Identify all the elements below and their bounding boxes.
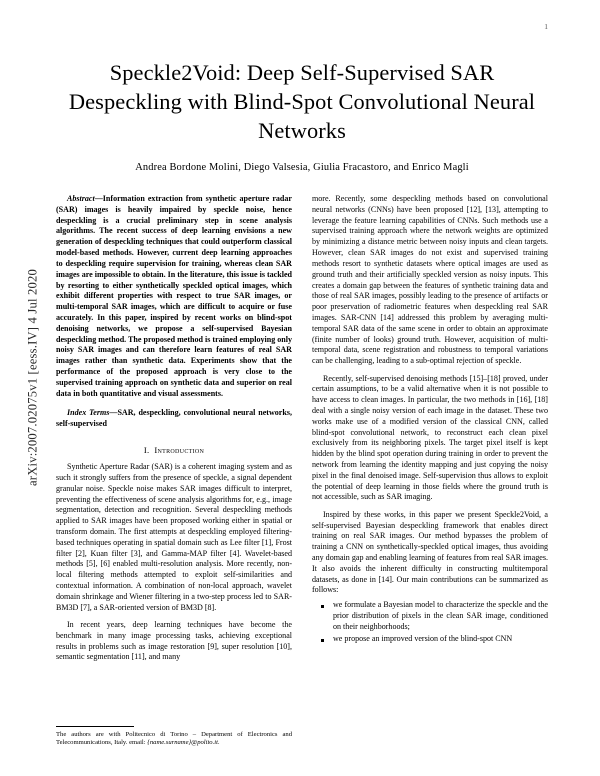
list-item: we propose an improved version of the bl… bbox=[321, 634, 548, 645]
paragraph: In recent years, deep learning technique… bbox=[56, 619, 292, 662]
index-terms-paragraph: Index Terms—SAR, despeckling, convolutio… bbox=[56, 408, 292, 430]
footnote-text: The authors are with Politecnico di Tori… bbox=[56, 731, 292, 748]
abstract-body: Information extraction from synthetic ap… bbox=[56, 194, 292, 398]
abstract-label: Abstract bbox=[67, 194, 95, 203]
footnote-email: {name.surname}@polito.it bbox=[147, 739, 218, 747]
paragraph: more. Recently, some despeckling methods… bbox=[312, 194, 548, 366]
paragraph: Inspired by these works, in this paper w… bbox=[312, 509, 548, 595]
page-title: Speckle2Void: Deep Self-Supervised SAR D… bbox=[68, 60, 536, 144]
left-column: Abstract—Information extraction from syn… bbox=[56, 194, 292, 764]
title-block: Speckle2Void: Deep Self-Supervised SAR D… bbox=[56, 58, 548, 173]
index-terms-dash: — bbox=[109, 408, 118, 418]
footnote: The authors are with Politecnico di Tori… bbox=[56, 726, 292, 748]
footnote-divider bbox=[56, 726, 134, 728]
section-numeral: I. bbox=[143, 445, 150, 456]
body-columns: Abstract—Information extraction from syn… bbox=[56, 194, 548, 764]
footnote-period: . bbox=[217, 739, 220, 747]
abstract-dash: — bbox=[94, 194, 103, 203]
right-column: more. Recently, some despeckling methods… bbox=[312, 194, 548, 764]
page-number: 1 bbox=[544, 22, 548, 31]
section-heading-introduction: I. Introduction bbox=[56, 445, 292, 455]
footnote-affiliation: The authors are with Politecnico di Tori… bbox=[56, 730, 292, 747]
list-item: we formulate a Bayesian model to charact… bbox=[321, 600, 548, 632]
author-list: Andrea Bordone Molini, Diego Valsesia, G… bbox=[135, 162, 469, 174]
index-terms-label: Index Terms bbox=[67, 408, 110, 418]
section-title: Introduction bbox=[154, 445, 205, 456]
arxiv-stamp: arXiv:2007.02075v1 [eess.IV] 4 Jul 2020 bbox=[25, 269, 40, 486]
contributions-list: we formulate a Bayesian model to charact… bbox=[312, 600, 548, 645]
index-terms-body: SAR, despeckling, convolutional neural n… bbox=[56, 408, 292, 429]
paragraph: Recently, self-supervised denoising meth… bbox=[312, 373, 548, 502]
paragraph: Synthetic Aperture Radar (SAR) is a cohe… bbox=[56, 462, 292, 612]
abstract-paragraph: Abstract—Information extraction from syn… bbox=[56, 194, 292, 399]
